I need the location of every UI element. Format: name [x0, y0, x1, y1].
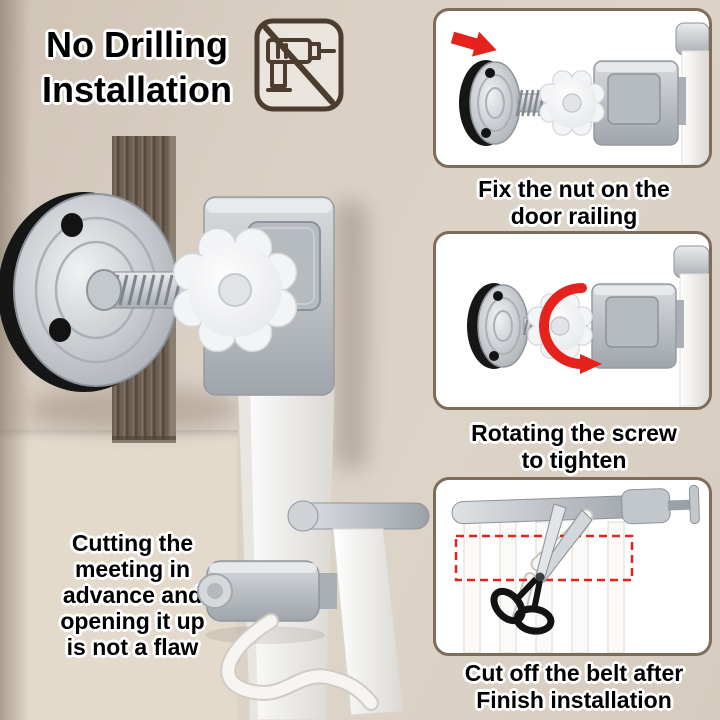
floor-area: [0, 430, 238, 720]
step1-caption: Fix the nut on the door railing: [438, 176, 710, 230]
title: No Drilling Installation: [12, 22, 262, 112]
note-line: is not a flaw: [66, 634, 199, 660]
scissors-icon: [490, 503, 593, 635]
caption-line: Rotating the screw: [471, 420, 677, 446]
step-panel-2: [433, 231, 712, 410]
note-line: opening it up: [60, 608, 205, 634]
note-line: Cutting the: [71, 530, 194, 556]
step2-caption: Rotating the screw to tighten: [438, 420, 710, 474]
belt-strap-loop: [222, 615, 377, 709]
red-arrow-icon: [450, 31, 497, 57]
prohibition-slash: [263, 25, 335, 105]
note-line: meeting in: [74, 556, 190, 582]
gate-post-small: [332, 528, 404, 716]
caption-line: Finish installation: [476, 687, 672, 713]
step2-illustration: [467, 245, 709, 407]
step1-illustration: [450, 22, 709, 165]
caption-line: Cut off the belt after: [464, 660, 684, 686]
caption-line: door railing: [510, 203, 638, 229]
caption-line: Fix the nut on the: [478, 176, 670, 202]
title-line: No Drilling: [46, 24, 228, 65]
step-panel-1: [433, 8, 712, 168]
gate-mount-illustration: [0, 136, 335, 720]
title-line: Installation: [41, 69, 233, 110]
note-text: Cutting the meeting in advance and openi…: [30, 530, 235, 660]
gate-top-rail: [451, 485, 700, 525]
step-panel-3: [433, 477, 712, 656]
post-shadow: [334, 200, 368, 470]
strap-illustration: [197, 500, 430, 716]
step3-illustration: [451, 485, 700, 653]
step3-caption: Cut off the belt after Finish installati…: [438, 660, 710, 714]
note-line: advance and: [62, 582, 203, 608]
highlight-dashed-box: [454, 534, 634, 582]
caption-line: to tighten: [521, 447, 627, 473]
rotate-arrow-icon: [539, 283, 602, 374]
no-drilling-icon: [252, 16, 346, 114]
drill-icon: [254, 18, 344, 112]
